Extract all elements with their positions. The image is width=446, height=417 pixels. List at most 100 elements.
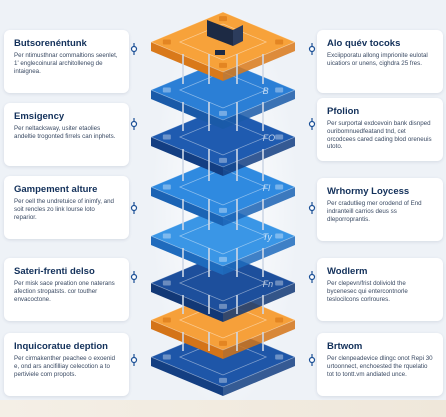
- layer-circuit: [178, 168, 268, 206]
- layer-side-right: [223, 357, 295, 396]
- chip-icon: [162, 354, 171, 360]
- info-card-6: Alo quév tocoks Exciipporatu allong impr…: [317, 30, 443, 93]
- chip-icon: [275, 233, 284, 239]
- connector-dot-icon: [128, 271, 140, 283]
- card-text: Per misk sace preation one naterans afec…: [14, 280, 115, 303]
- chip-icon: [219, 303, 227, 309]
- chip-icon: [275, 134, 284, 140]
- card-text: Per oell the undretuice of inimfy, and s…: [14, 198, 114, 221]
- connector-dot-icon: [306, 354, 318, 366]
- chip-icon: [275, 280, 284, 286]
- chip-icon: [275, 317, 284, 323]
- tower-icon: [233, 25, 243, 46]
- connector-dot-icon: [128, 43, 140, 55]
- layer-side-left: [151, 187, 223, 226]
- layer-side-right: [223, 187, 295, 226]
- connector-dot-icon: [128, 354, 140, 366]
- layer-top: [149, 106, 297, 168]
- card-title: Pfolion: [327, 106, 360, 117]
- layer-1: [149, 11, 297, 84]
- card-text: Per cirmakenther peachee o exoenid e, on…: [14, 355, 116, 378]
- card-title: Sateri-frenti delso: [14, 266, 95, 277]
- layer-circuit: [178, 118, 268, 156]
- info-card-8: Wrhormy Loycess Per cradutlieg mer orode…: [317, 178, 443, 241]
- layer-circuit: [178, 71, 268, 109]
- card-title: Wodlerm: [327, 266, 368, 277]
- card-text: Per surportal exdcevoin bank disnped our…: [327, 120, 432, 151]
- layer-4: Fl: [149, 156, 297, 230]
- card-title: Wrhormy Loycess: [327, 186, 410, 197]
- info-card-3: Gampement alture Per oell the undretuice…: [4, 176, 129, 239]
- connector-dot-icon: [306, 118, 318, 130]
- card-text: Exciipporatu allong imprionite eulotal u…: [327, 52, 428, 67]
- layer-label: Fn: [263, 279, 274, 289]
- layer-top: [149, 156, 297, 218]
- monitor-icon: [207, 20, 233, 46]
- connector-dot-icon: [306, 202, 318, 214]
- layer-5: Ty: [149, 205, 297, 277]
- layer-circuit: [178, 264, 268, 302]
- chip-icon: [219, 256, 227, 262]
- layer-3: FO: [149, 106, 297, 181]
- layer-side-left: [151, 283, 223, 322]
- card-title: Brtwom: [327, 341, 363, 352]
- chip-icon: [162, 280, 171, 286]
- info-card-9: Wodlerm Per clepevn/frist doliviold the …: [317, 258, 443, 321]
- chip-icon: [275, 39, 284, 45]
- chip-icon: [219, 340, 227, 346]
- layer-circuit: [178, 338, 268, 376]
- layer-side-left: [151, 236, 223, 275]
- layer-side-left: [151, 357, 223, 396]
- chip-icon: [275, 87, 284, 93]
- layer-side-right: [223, 320, 295, 359]
- connector-dot-icon: [306, 43, 318, 55]
- chip-icon: [219, 157, 227, 163]
- card-text: Per clenpeadevice dlingc onot Repi 30 ur…: [327, 355, 433, 378]
- layer-top: [149, 252, 297, 314]
- keyboard-icon: [215, 50, 225, 55]
- layer-side-right: [223, 137, 295, 176]
- layer-label: Fl: [263, 183, 271, 193]
- card-text: Per cradutlieg mer orodend of End indran…: [327, 200, 422, 223]
- chip-icon: [162, 184, 171, 190]
- layer-label: B: [263, 86, 269, 96]
- info-card-10: Brtwom Per clenpeadevice dlingc onot Rep…: [317, 333, 443, 396]
- chip-icon: [275, 354, 284, 360]
- chip-icon: [219, 62, 227, 68]
- layer-side-right: [223, 42, 295, 81]
- info-card-5: Inquicoratue deption Per cirmakenther pe…: [4, 333, 129, 396]
- card-text: Per ntimusthnar commaltions seenlet, 1' …: [14, 52, 118, 75]
- layer-side-left: [151, 320, 223, 359]
- chip-icon: [219, 16, 227, 22]
- layer-label: FO: [263, 133, 276, 143]
- chip-icon: [162, 317, 171, 323]
- layer-top: [149, 205, 297, 267]
- chip-icon: [219, 110, 227, 116]
- chip-icon: [162, 87, 171, 93]
- layer-label: Ty: [263, 232, 273, 242]
- layer-circuit: [178, 301, 268, 339]
- info-card-2: Emsigency Per neltacksway, usiter etaoli…: [4, 103, 129, 166]
- layer-side-left: [151, 90, 223, 129]
- chip-icon: [275, 184, 284, 190]
- card-text: Per clepevn/frist doliviold the bycenese…: [327, 280, 408, 303]
- layer-side-right: [223, 236, 295, 275]
- connector-dot-icon: [128, 118, 140, 130]
- card-title: Emsigency: [14, 111, 65, 122]
- chip-icon: [219, 207, 227, 213]
- layer-2: B: [149, 59, 297, 131]
- card-title: Alo quév tocoks: [327, 38, 401, 49]
- chip-icon: [219, 377, 227, 383]
- layer-side-left: [151, 137, 223, 176]
- card-title: Butsorenéntunk: [14, 38, 87, 49]
- computer-icon: [207, 20, 243, 55]
- card-title: Gampement alture: [14, 184, 98, 195]
- info-card-1: Butsorenéntunk Per ntimusthnar commaltio…: [4, 30, 129, 93]
- chip-icon: [162, 39, 171, 45]
- info-card-4: Sateri-frenti delso Per misk sace preati…: [4, 258, 129, 321]
- layer-6: Fn: [149, 252, 297, 322]
- layer-circuit: [178, 23, 268, 61]
- layer-side-left: [151, 42, 223, 81]
- layer-top: [149, 59, 297, 121]
- layer-side-right: [223, 283, 295, 322]
